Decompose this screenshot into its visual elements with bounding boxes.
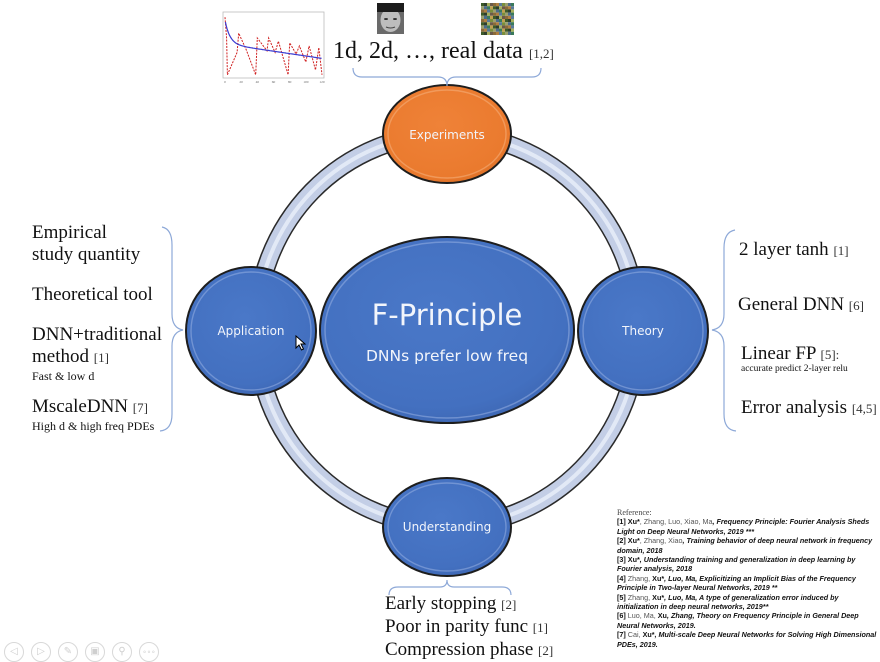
center-node xyxy=(319,236,575,424)
application-item-4-note: High d & high freq PDEs xyxy=(32,419,155,433)
application-brace xyxy=(159,226,184,432)
theory-item-4: Error analysis [4,5] xyxy=(741,397,877,418)
plot-x-tick: 120 xyxy=(319,80,325,84)
application-item-1-line1: Empirical xyxy=(32,222,107,243)
application-item-4: MscaleDNN [7] xyxy=(32,396,148,417)
plot-x-ticks: 0 20 40 60 80 100 120 xyxy=(224,80,325,84)
understanding-list: Early stopping [2] Poor in parity func [… xyxy=(385,593,553,662)
experiments-brace xyxy=(352,67,542,87)
plot-x-tick: 80 xyxy=(288,80,292,84)
theory-label[interactable]: Theory xyxy=(622,324,664,338)
theory-item-3: Linear FP [5]: xyxy=(741,343,840,364)
understanding-item-3: Compression phase [2] xyxy=(385,639,554,660)
theory-item-3-note: accurate predict 2-layer relu xyxy=(741,364,848,374)
understanding-brace xyxy=(388,579,512,596)
previous-icon[interactable]: ◁ xyxy=(4,642,24,662)
reference-item: [7] Cai, Xu*, Multi-scale Deep Neural Ne… xyxy=(617,630,877,649)
plot-x-tick: 0 xyxy=(224,80,226,84)
experiments-caption-text: 1d, 2d, …, real data xyxy=(333,38,523,64)
mouse-cursor-icon xyxy=(295,335,307,351)
theory-brace xyxy=(711,229,737,432)
plot-x-tick: 60 xyxy=(272,80,276,84)
reference-list: Reference: [1] Xu*, Zhang, Luo, Xiao, Ma… xyxy=(617,508,879,649)
application-item-3-line2: method [1] xyxy=(32,346,109,367)
pen-icon[interactable]: ✎ xyxy=(58,642,78,662)
application-list: Empirical study quantity Theoretical too… xyxy=(32,222,162,433)
application-item-3-line1: DNN+traditional xyxy=(32,324,162,345)
more-icon[interactable]: ∘∘∘ xyxy=(139,642,159,662)
center-title: F-Principle xyxy=(371,298,523,332)
plot-series-blue-smooth xyxy=(224,21,322,59)
understanding-label[interactable]: Understanding xyxy=(402,520,492,534)
application-item-3-note: Fast & low d xyxy=(32,369,95,383)
theory-item-1: 2 layer tanh [1] xyxy=(739,239,849,260)
reference-item: [3] Xu*, Understanding training and gene… xyxy=(617,555,856,574)
theory-node[interactable] xyxy=(577,266,709,396)
application-node[interactable] xyxy=(185,266,317,396)
reference-heading: Reference: xyxy=(617,508,652,517)
understanding-node[interactable] xyxy=(382,477,512,577)
reference-item: [4] Zhang, Xu*, Luo, Ma, Explicitizing a… xyxy=(617,573,856,593)
application-item-1-line2: study quantity xyxy=(32,244,141,265)
image-grid-thumbnail xyxy=(481,3,514,35)
next-icon[interactable]: ▷ xyxy=(31,642,51,662)
experiments-caption: 1d, 2d, …, real data [1,2] xyxy=(333,38,554,65)
face-image-thumbnail xyxy=(377,3,404,34)
experiments-caption-cite: [1,2] xyxy=(528,46,554,61)
thumbnail-plot: 0 20 40 60 80 100 120 xyxy=(222,11,325,84)
understanding-item-2: Poor in parity func [1] xyxy=(385,616,548,637)
theory-item-2: General DNN [6] xyxy=(738,294,864,315)
plot-x-tick: 40 xyxy=(256,80,260,84)
plot-frame xyxy=(222,11,325,79)
experiments-label[interactable]: Experiments xyxy=(409,128,485,142)
experiments-node[interactable] xyxy=(382,84,512,184)
reference-item: [6] Luo, Ma, Xu, Zhang, Theory on Freque… xyxy=(617,611,859,630)
understanding-item-1: Early stopping [2] xyxy=(385,593,517,614)
center-subtitle: DNNs prefer low freq xyxy=(365,347,529,365)
application-item-2: Theoretical tool xyxy=(32,284,153,305)
reference-item: [5] Zhang, Xu*, Luo, Ma, A type of gener… xyxy=(617,592,839,612)
plot-series-red-dashed xyxy=(224,17,323,75)
slides-icon[interactable]: ▣ xyxy=(85,642,105,662)
plot-x-tick: 100 xyxy=(303,80,309,84)
plot-x-tick: 20 xyxy=(239,80,243,84)
zoom-icon[interactable]: ⚲ xyxy=(112,642,132,662)
reference-item: [2] Xu*, Zhang, Xiao, Training behavior … xyxy=(617,536,873,555)
application-label[interactable]: Application xyxy=(217,324,285,338)
reference-item: [1] Xu*, Zhang, Luo, Xiao, Ma, Frequency… xyxy=(617,517,870,536)
